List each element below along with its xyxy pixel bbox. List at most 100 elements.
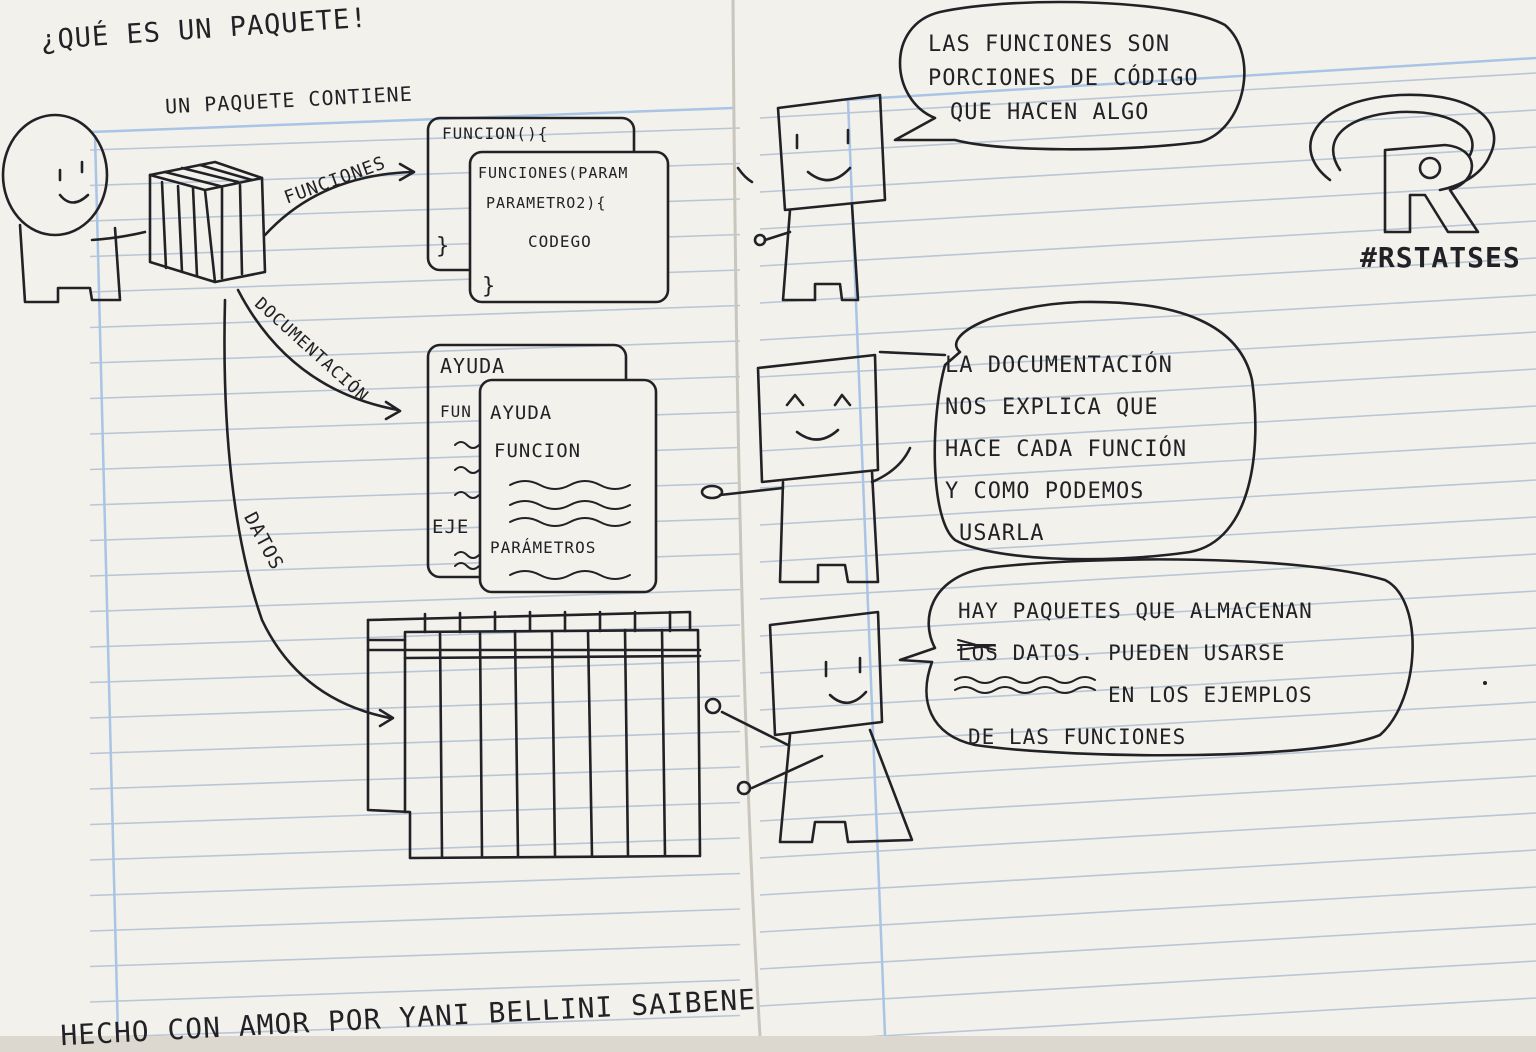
bubble-documentation-outline [878, 300, 1257, 561]
bubble-documentation-line-5: usarla [959, 521, 1045, 546]
rule-line-right [759, 294, 1536, 341]
bubble-data-text: Hay paquetes que almacenan los datos. Pu… [958, 590, 1313, 758]
character-data [704, 610, 914, 844]
character-body [18, 223, 122, 304]
rule-line-right [759, 257, 1536, 304]
rule-line-right [866, 997, 1536, 1036]
doc-outer-fn: Fun [440, 402, 472, 421]
bubble-documentation-line-4: y como podemos [945, 479, 1145, 504]
arrow-funciones [263, 170, 414, 237]
character-body [781, 203, 860, 302]
page-gutter [731, 0, 762, 1036]
rule-line-left [89, 624, 741, 648]
character-hand-2 [736, 780, 752, 796]
bubble-data-line-2: los datos. Pueden usarse [958, 641, 1286, 665]
character-hand [700, 484, 724, 500]
rule-line-right [759, 183, 1536, 230]
bubble-functions-line-3: que hacen algo [950, 100, 1150, 125]
doc-inner-params: Parámetros [490, 538, 597, 557]
code-inner-header-1: Funciones(param [478, 164, 629, 182]
character-arm [90, 230, 147, 242]
bubble-documentation-line-2: nos explica que [945, 395, 1159, 420]
code-outer-header: Funcion(){ [442, 124, 549, 143]
package-box [148, 160, 267, 284]
character-body [778, 470, 880, 584]
scribble-2 [954, 676, 1096, 694]
rule-line-right [759, 812, 1536, 859]
bubble-data-line-1: Hay paquetes que almacenan [958, 599, 1313, 623]
character-head [768, 610, 884, 737]
rule-line-right [759, 368, 1536, 415]
doc-outer-header: Ayuda [440, 354, 506, 378]
character-functions [736, 93, 887, 302]
character-eyes [785, 393, 852, 407]
bubble-data-line-3: en los ejemplos [1108, 683, 1313, 707]
rule-line-left [89, 766, 741, 790]
rule-line-left [89, 908, 741, 932]
rule-line-left [89, 801, 741, 826]
rule-line-left [89, 943, 741, 968]
code-card-inner [468, 150, 670, 304]
rule-line-right [759, 738, 1536, 785]
bubble-functions-text: Las funciones son porciones de código qu… [928, 28, 1199, 130]
rule-line-right [759, 442, 1536, 489]
arrow-documentacion-head [384, 400, 402, 421]
rule-line-right [759, 590, 1536, 637]
character-head [756, 353, 880, 484]
ruled-lines [89, 72, 1536, 1036]
data-table [366, 610, 702, 860]
rule-line-left [89, 304, 741, 329]
doc-inner-fn: Funcion [494, 440, 582, 462]
rule-line-left [89, 127, 741, 151]
character-smile [806, 166, 852, 182]
bubble-data-line-4: de las funciones [968, 725, 1187, 749]
rule-line-right [759, 405, 1536, 452]
rule-line-left [89, 340, 741, 364]
rule-line-right [759, 479, 1536, 526]
bubble-documentation-line-3: hace cada función [945, 437, 1188, 462]
code-inner-close: } [436, 234, 451, 259]
rule-line-left [89, 979, 741, 1003]
character-documentation [700, 353, 912, 584]
rule-line-right [759, 960, 1536, 1007]
rule-line-right [759, 331, 1536, 378]
bubble-functions-line-2: porciones de código [928, 66, 1199, 91]
bubble-data-outline [898, 558, 1414, 757]
rule-line-right [759, 923, 1536, 970]
rule-line-right [759, 553, 1536, 600]
rule-line-right [759, 146, 1536, 193]
arrow-funciones-head [398, 162, 416, 182]
rule-line-right [759, 109, 1536, 156]
rule-line-right [759, 627, 1536, 674]
code-inner-body: Codego [528, 232, 592, 251]
character-hand [753, 233, 767, 247]
rule-line-right [759, 775, 1536, 822]
character-eyes [795, 128, 850, 150]
rule-line-left [89, 730, 741, 755]
character-arms [736, 166, 792, 242]
rule-line-right [759, 516, 1536, 563]
r-logo [1309, 93, 1496, 234]
arrow-datos [223, 298, 392, 720]
doc-outer-ex: Eje [432, 516, 470, 538]
character-head [776, 93, 887, 212]
doc-inner-header: Ayuda [490, 402, 553, 424]
hashtag: #RStatsES [1360, 241, 1521, 274]
rule-line-right [759, 72, 1536, 119]
bubble-functions-outline [893, 0, 1246, 151]
character-smile [828, 690, 868, 705]
rule-line-left [89, 837, 741, 861]
character-smile [58, 193, 90, 204]
left-top-margin-line [89, 106, 734, 134]
arrow-datos-head [378, 708, 395, 728]
left-margin-line [93, 134, 120, 1036]
character-arms [720, 710, 824, 790]
bubble-documentation-line-1: La documentación [945, 353, 1173, 378]
rule-line-left [89, 872, 741, 897]
right-top-margin-line [844, 56, 1536, 102]
code-outer-close: } [482, 274, 497, 299]
rule-line-right [759, 220, 1536, 267]
rule-line-right [759, 701, 1536, 748]
character-package-holder [1, 113, 147, 304]
